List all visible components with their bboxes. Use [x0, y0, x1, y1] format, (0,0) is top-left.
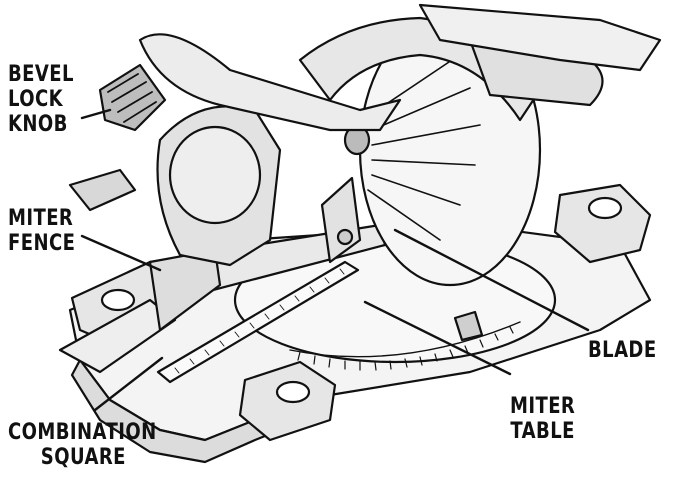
- label-line: MITER: [510, 394, 576, 419]
- blade-vents: [367, 59, 481, 241]
- leader-lines: [80, 108, 590, 412]
- combination-square-rule: [156, 260, 360, 384]
- saw-arm: [138, 33, 402, 132]
- square-knob: [336, 228, 354, 246]
- miter-handle: [453, 310, 484, 342]
- rule-ticks: [174, 268, 345, 374]
- label-miter-table: MITER TABLE: [510, 394, 575, 444]
- left-foot-hole: [100, 288, 136, 312]
- motor-end: [168, 125, 262, 225]
- leader-blade: [393, 228, 590, 332]
- label-bevel-lock-knob: BEVEL LOCK KNOB: [8, 62, 74, 137]
- leader-combination-square: [93, 356, 164, 412]
- label-line: COMBINATION: [8, 420, 157, 445]
- leader-bevel-lock-knob: [80, 108, 112, 120]
- miter-scale: [289, 321, 521, 358]
- label-blade: BLADE: [588, 338, 657, 363]
- label-line: BLADE: [588, 338, 657, 363]
- label-line: KNOB: [8, 112, 68, 137]
- front-foot-hole: [275, 380, 311, 404]
- left-carry-handle: [68, 168, 137, 212]
- label-line: TABLE: [510, 419, 575, 444]
- label-line: SQUARE: [40, 445, 126, 470]
- right-base-foot: [553, 183, 652, 264]
- bevel-lock-knob-graphic: [98, 63, 167, 132]
- right-foot-hole: [587, 196, 623, 220]
- leader-miter-table: [363, 300, 512, 376]
- handle-top: [418, 3, 662, 72]
- label-combination-square: COMBINATION SQUARE: [8, 420, 157, 470]
- label-line: MITER: [8, 206, 74, 231]
- label-line: FENCE: [8, 231, 76, 256]
- miter-scale-ticks: [297, 326, 514, 371]
- label-line: BEVEL: [8, 62, 74, 87]
- label-miter-fence: MITER FENCE: [8, 206, 75, 256]
- label-line: LOCK: [8, 87, 64, 112]
- leader-miter-fence: [80, 234, 162, 272]
